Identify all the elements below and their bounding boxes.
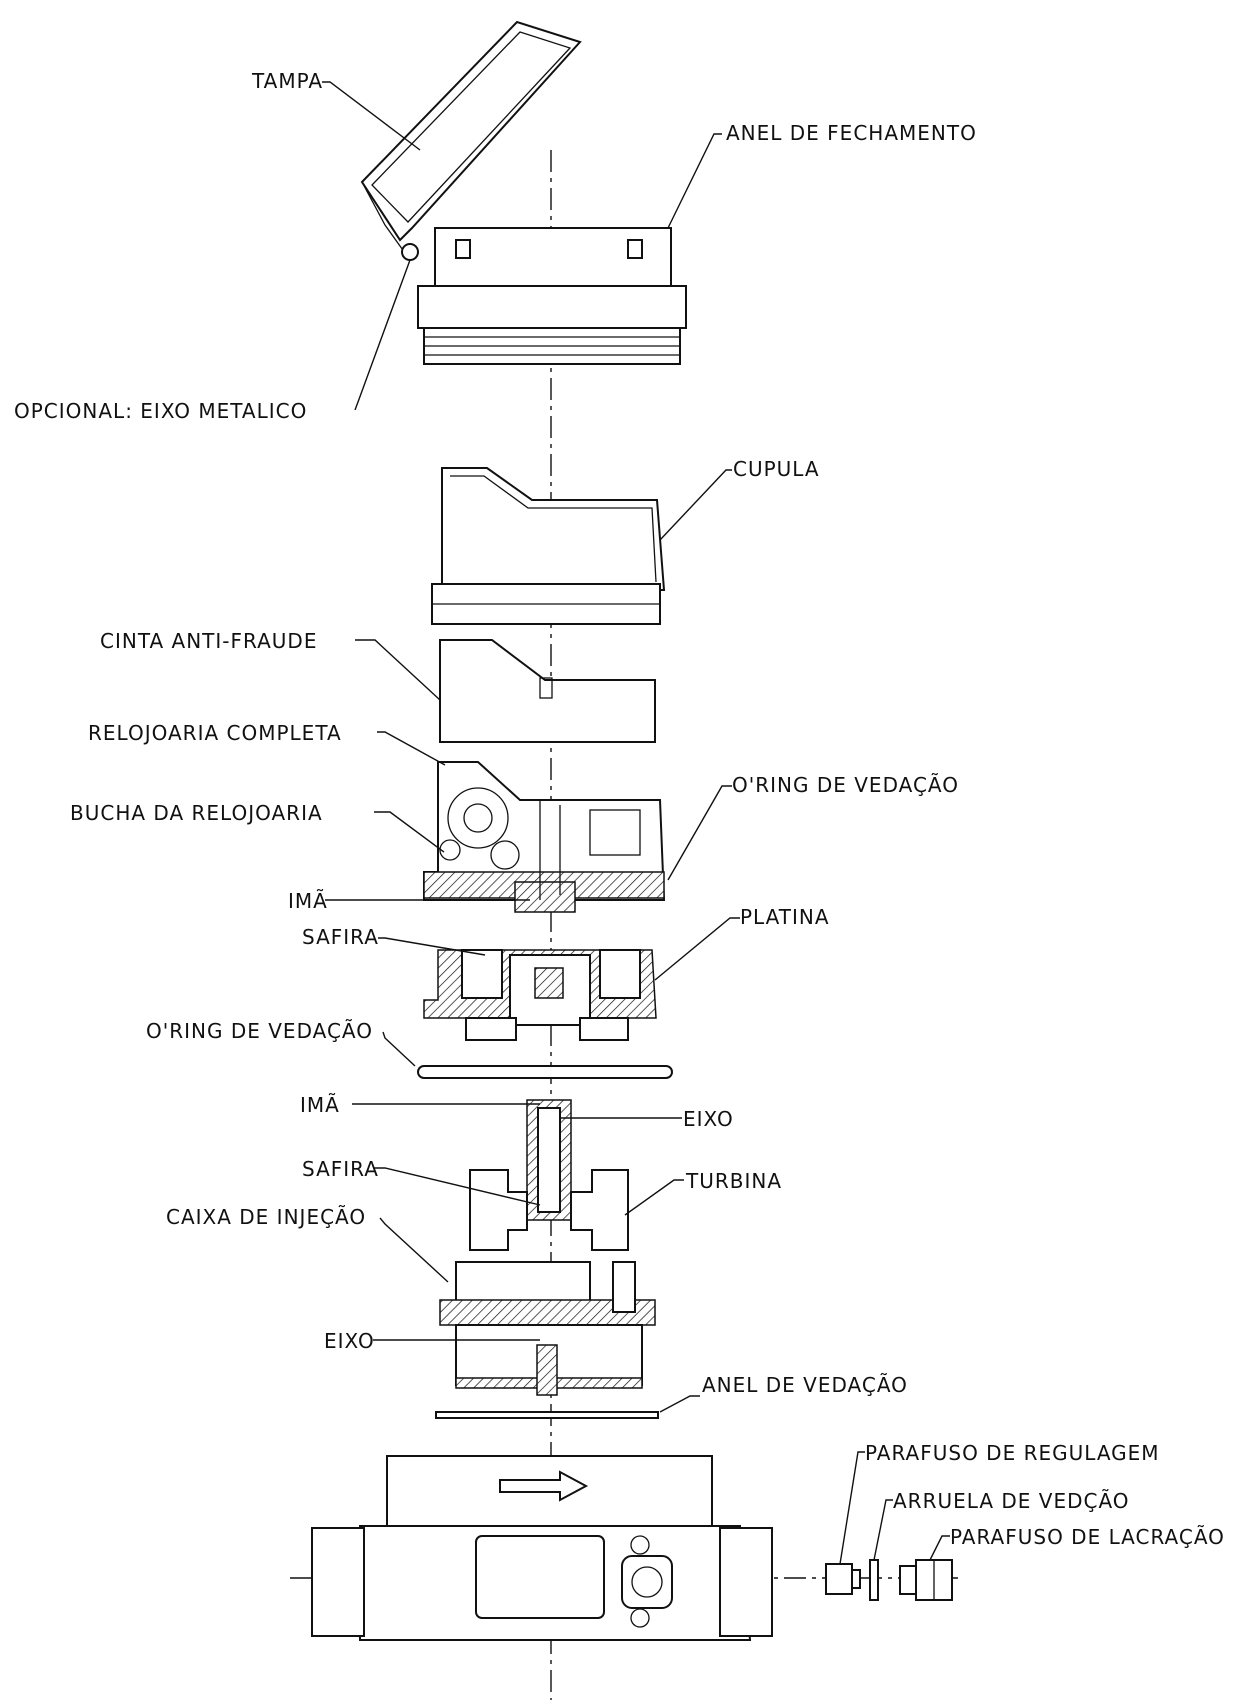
cinta-part: [439, 639, 656, 743]
label-ima-2: IMÃ: [300, 1093, 340, 1117]
label-oring-1: O'RING DE VEDAÇÃO: [732, 773, 959, 797]
oring-2-part: [417, 1065, 673, 1079]
label-opcional-eixo: OPCIONAL: EIXO METALICO: [14, 399, 307, 423]
caixa-part: [439, 1261, 656, 1396]
turbina-part: [469, 1169, 629, 1251]
eixo-ima-part: [526, 1099, 572, 1221]
label-safira-2: SAFIRA: [302, 1157, 379, 1181]
corpo-part: [311, 1455, 773, 1641]
leader-lines: [322, 81, 950, 1565]
label-arruela: ARRUELA DE VEDÇÃO: [893, 1489, 1130, 1513]
platina-part: [423, 949, 657, 1041]
label-oring-2: O'RING DE VEDAÇÃO: [146, 1019, 373, 1043]
arruela-part: [869, 1559, 879, 1601]
label-relojoaria: RELOJOARIA COMPLETA: [88, 721, 342, 745]
label-bucha: BUCHA DA RELOJOARIA: [70, 801, 323, 825]
label-eixo-1: EIXO: [683, 1107, 734, 1131]
anel-fechamento-part: [401, 227, 687, 365]
label-eixo-2: EIXO: [324, 1329, 375, 1353]
label-cupula: CUPULA: [733, 457, 820, 481]
label-platina: PLATINA: [740, 905, 830, 929]
relojoaria-part: [423, 761, 666, 913]
label-parafuso-lacracao: PARAFUSO DE LACRAÇÃO: [950, 1525, 1225, 1549]
anel-vedacao-part: [435, 1411, 659, 1419]
parafuso-regulagem-part: [825, 1563, 861, 1595]
label-parafuso-regulagem: PARAFUSO DE REGULAGEM: [865, 1441, 1160, 1465]
tampa-part: [360, 20, 582, 261]
parafuso-lacracao-part: [899, 1559, 953, 1601]
label-turbina: TURBINA: [685, 1169, 782, 1193]
cupula-part: [431, 467, 666, 625]
label-caixa: CAIXA DE INJEÇÃO: [166, 1205, 366, 1229]
label-cinta: CINTA ANTI-FRAUDE: [100, 629, 317, 653]
label-anel-fechamento: ANEL DE FECHAMENTO: [726, 121, 977, 145]
label-ima-1: IMÃ: [288, 889, 328, 913]
label-tampa: TAMPA: [251, 69, 323, 93]
label-anel-vedacao: ANEL DE VEDAÇÃO: [702, 1373, 908, 1397]
label-safira-1: SAFIRA: [302, 925, 379, 949]
